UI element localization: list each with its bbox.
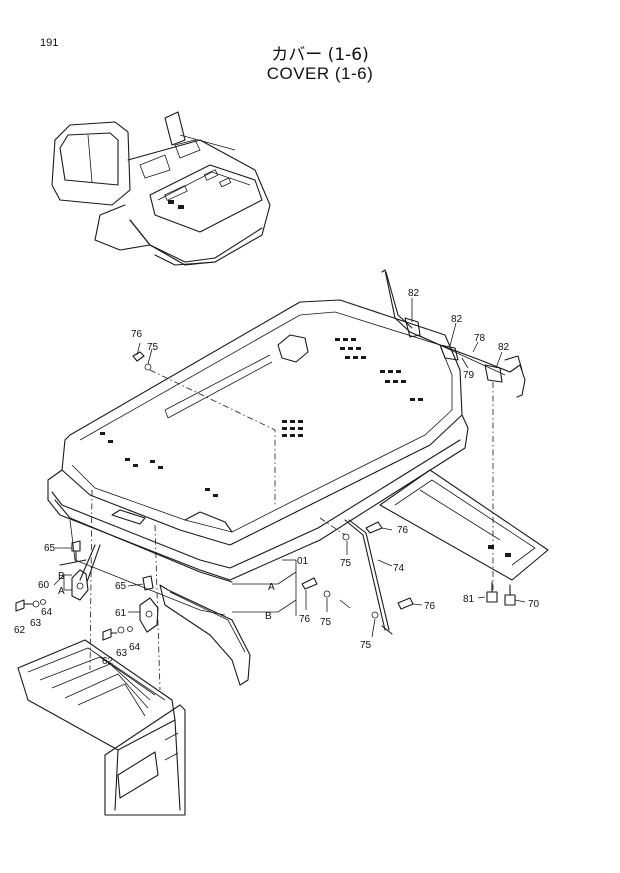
- callout-B: B: [265, 611, 272, 622]
- callout-64: 64: [41, 607, 53, 618]
- callout-81: 81: [463, 594, 475, 605]
- callout-82: 82: [408, 288, 420, 299]
- latch-hardware: [15, 540, 159, 641]
- callout-82: 82: [498, 342, 510, 353]
- page-number: 191: [40, 37, 59, 49]
- callout-74: 74: [393, 563, 405, 574]
- engine-cover-assembly: [47, 299, 494, 691]
- rear-bracket-assembly: [379, 269, 549, 581]
- callout-61: 61: [115, 608, 127, 619]
- callout-62: 62: [14, 625, 26, 636]
- callout-75: 75: [340, 558, 352, 569]
- callout-78: 78: [474, 333, 486, 344]
- callout-76: 76: [424, 601, 436, 612]
- callout-63: 63: [30, 618, 42, 629]
- title-english: COVER (1-6): [266, 64, 374, 83]
- callout-75: 75: [147, 342, 159, 353]
- callout-76: 76: [397, 525, 409, 536]
- callout-60: 60: [38, 580, 50, 591]
- fastener-set: [132, 351, 516, 619]
- callout-82: 82: [451, 314, 463, 325]
- stay-rod: [344, 519, 393, 635]
- callout-64: 64: [129, 642, 141, 653]
- callout-60-A: A: [58, 586, 65, 597]
- callout-70: 70: [528, 599, 540, 610]
- callout-labels: 76 75 82 82 78 82 79 65 60 B A 62 63 64 …: [14, 288, 540, 667]
- callout-01: 01: [297, 556, 309, 567]
- callout-65: 65: [115, 581, 127, 592]
- callout-76: 76: [131, 329, 143, 340]
- callout-76: 76: [299, 614, 311, 625]
- callout-65: 65: [44, 543, 56, 554]
- callout-75: 75: [320, 617, 332, 628]
- callout-60-B: B: [58, 571, 65, 582]
- title-japanese: カバー (1-6): [271, 45, 369, 65]
- machine-overview-illustration: [51, 111, 271, 266]
- callout-63: 63: [116, 648, 128, 659]
- cover-vent-grille: [100, 338, 423, 497]
- callout-62: 62: [102, 656, 114, 667]
- frame-structure: [17, 544, 251, 816]
- callout-79: 79: [463, 370, 475, 381]
- callout-A: A: [268, 582, 275, 593]
- callout-75: 75: [360, 640, 372, 651]
- leader-lines: [53, 298, 526, 638]
